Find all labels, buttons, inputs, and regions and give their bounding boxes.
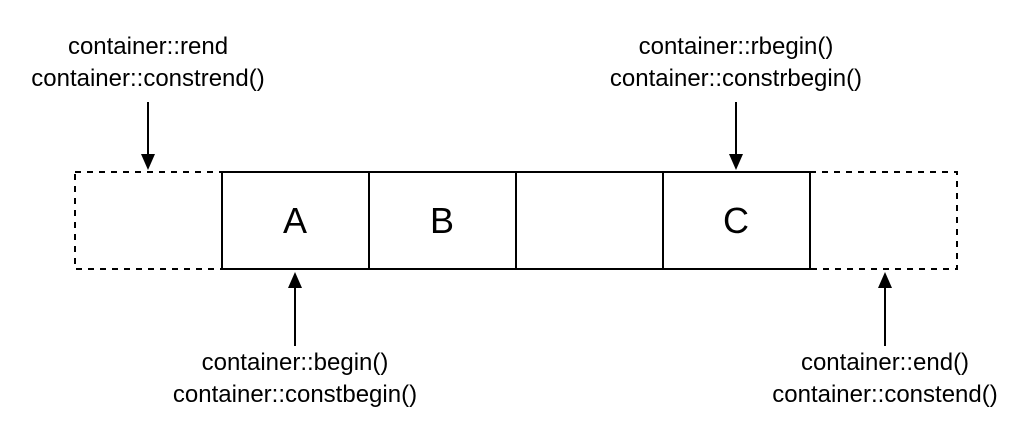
end-arrow: [878, 272, 892, 346]
cell-c-label: C: [723, 200, 749, 241]
rend-label-line2: container::constrend(): [31, 65, 264, 92]
begin-label-line1: container::begin(): [202, 349, 389, 376]
rend-arrow: [141, 102, 155, 170]
rbegin-label-line1: container::rbegin(): [639, 33, 834, 60]
cell-a: [221, 171, 370, 270]
end-label-line2: container::constend(): [772, 381, 997, 408]
end-ghost-slot: [809, 171, 958, 270]
rbegin-arrow: [729, 102, 743, 170]
begin-label-line2: container::constbegin(): [173, 381, 417, 408]
cell-a-label: A: [283, 200, 307, 241]
cell-empty: [515, 171, 664, 270]
cell-c: [662, 171, 811, 270]
end-label-line1: container::end(): [801, 349, 969, 376]
begin-arrow: [288, 272, 302, 346]
cell-b-label: B: [430, 200, 454, 241]
rend-ghost-slot: [74, 171, 223, 270]
cell-b: [368, 171, 517, 270]
rbegin-label-line2: container::constrbegin(): [610, 65, 862, 92]
rend-label-line1: container::rend: [68, 33, 228, 60]
